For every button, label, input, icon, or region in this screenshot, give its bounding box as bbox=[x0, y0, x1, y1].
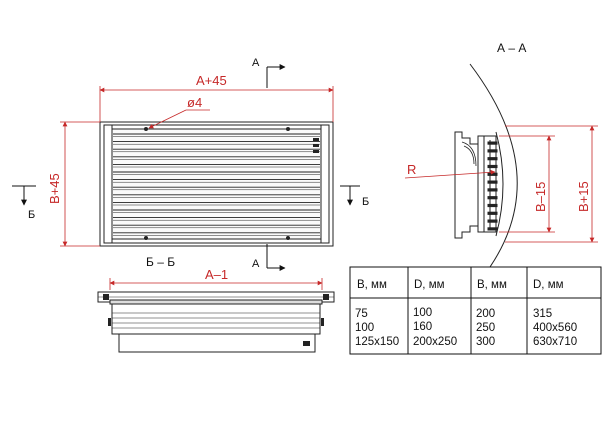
table-header-d2: D, мм bbox=[533, 279, 564, 291]
table-header-d1: D, мм bbox=[414, 279, 445, 291]
aa-slat bbox=[487, 196, 498, 200]
table-cell: 100 bbox=[413, 307, 432, 319]
front-view bbox=[99, 121, 334, 247]
aa-slat bbox=[487, 141, 498, 145]
dim-phi4 bbox=[148, 109, 210, 129]
section-b-right-label: Б bbox=[362, 196, 369, 208]
dim-b15-plus-label: B+15 bbox=[576, 181, 591, 212]
dim-a1 bbox=[109, 278, 323, 290]
section-a-markers bbox=[266, 64, 286, 271]
aa-slat bbox=[487, 219, 498, 223]
table-cell: 250 bbox=[476, 322, 495, 334]
table-body: 75 100 200 315 100 160 250 400x560 125x1… bbox=[355, 307, 577, 348]
section-bb-view bbox=[97, 291, 335, 353]
table-cell: 100 bbox=[355, 322, 374, 334]
aa-slat bbox=[487, 149, 498, 153]
section-bb-details bbox=[103, 294, 329, 346]
table-cell: 75 bbox=[355, 308, 368, 320]
section-aa-slats bbox=[487, 141, 498, 231]
table-cell: 200x250 bbox=[413, 336, 457, 348]
aa-slat bbox=[487, 211, 498, 215]
aa-slat bbox=[487, 203, 498, 208]
table-cell: 300 bbox=[476, 336, 495, 348]
dim-a45-label: A+45 bbox=[196, 73, 227, 88]
section-b-left-label: Б bbox=[28, 209, 35, 221]
dim-a1-label: A–1 bbox=[205, 267, 228, 282]
table-cell: 315 bbox=[533, 308, 552, 320]
dim-b15-plus bbox=[505, 125, 598, 243]
aa-slat bbox=[487, 164, 498, 169]
section-bb-title: Б – Б bbox=[146, 255, 175, 269]
dim-b15-label: B–15 bbox=[533, 182, 548, 212]
section-a-top-label: А bbox=[252, 57, 260, 69]
dim-b45-left bbox=[60, 121, 100, 247]
table-headers: B, мм D, мм B, мм D, мм bbox=[357, 279, 564, 291]
dim-a45 bbox=[99, 86, 334, 122]
screw-holes bbox=[144, 127, 290, 240]
dim-b45-left-label: B+45 bbox=[47, 173, 62, 204]
size-table bbox=[349, 266, 602, 355]
dim-b15 bbox=[499, 135, 555, 233]
front-louvers bbox=[113, 133, 320, 236]
section-aa-arc bbox=[469, 63, 518, 279]
dim-r-label: R bbox=[407, 162, 416, 177]
section-a-bottom-label: А bbox=[252, 258, 260, 270]
aa-slat bbox=[487, 227, 498, 231]
table-cell: 630x710 bbox=[533, 336, 577, 348]
dim-r bbox=[404, 169, 496, 179]
aa-slat bbox=[487, 188, 498, 192]
table-cell: 160 bbox=[413, 321, 432, 333]
aa-slat bbox=[487, 157, 498, 161]
table-header-b2: B, мм bbox=[477, 279, 507, 291]
table-cell: 400x560 bbox=[533, 322, 577, 334]
table-header-b1: B, мм bbox=[357, 279, 387, 291]
section-b-markers bbox=[12, 185, 360, 206]
table-cell: 200 bbox=[476, 308, 495, 320]
aa-slat bbox=[487, 172, 498, 176]
table-cell: 125x150 bbox=[355, 336, 399, 348]
section-aa-title: А – А bbox=[497, 41, 526, 55]
aa-slat bbox=[487, 180, 498, 184]
adjuster-block bbox=[313, 138, 319, 153]
dim-phi4-label: ø4 bbox=[187, 95, 202, 110]
